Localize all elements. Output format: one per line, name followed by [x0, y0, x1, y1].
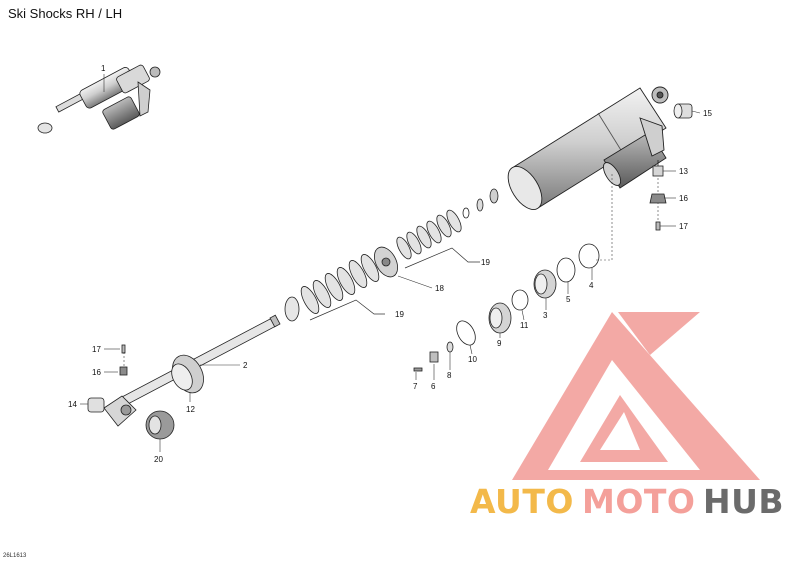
bumper-parts [119, 344, 204, 440]
callout-13: 13 [679, 167, 688, 176]
callout-5: 5 [566, 295, 571, 304]
callout-1: 1 [101, 64, 106, 73]
callout-16-right: 16 [679, 194, 688, 203]
callout-16-left: 16 [92, 368, 101, 377]
callout-11: 11 [520, 321, 529, 330]
diagram-code: 26L1613 [3, 553, 27, 559]
callout-17-right: 17 [679, 222, 688, 231]
callout-17-left: 17 [92, 345, 101, 354]
watermark-hub: HUB [703, 482, 784, 521]
leader-lines [80, 74, 701, 452]
callout-19-upper: 19 [481, 258, 490, 267]
shock-body [507, 86, 669, 210]
watermark-text: AUTO MOTO HUB [470, 482, 784, 521]
spring-lower [284, 254, 380, 322]
callout-2: 2 [243, 361, 248, 370]
spring-upper [374, 188, 499, 278]
callout-20: 20 [154, 455, 163, 464]
callout-14: 14 [68, 400, 77, 409]
callout-10: 10 [468, 355, 477, 364]
callout-labels: 1 2 3 4 5 6 7 8 9 10 11 12 13 14 15 16 1… [68, 64, 712, 464]
callout-3: 3 [543, 311, 548, 320]
callout-12: 12 [186, 405, 195, 414]
right-hardware [649, 103, 693, 231]
watermark-logo [512, 312, 760, 480]
watermark-auto: AUTO [470, 482, 574, 521]
piston-parts [413, 243, 600, 372]
callout-9: 9 [497, 339, 502, 348]
callout-7: 7 [413, 382, 418, 391]
callout-6: 6 [431, 382, 436, 391]
callout-8: 8 [447, 371, 452, 380]
assembled-shock [37, 64, 161, 134]
callout-18: 18 [435, 284, 444, 293]
callout-4: 4 [589, 281, 594, 290]
shock-shaft [87, 314, 281, 427]
diagram-title: Ski Shocks RH / LH [8, 6, 123, 21]
callout-19-lower: 19 [395, 310, 404, 319]
watermark-moto: MOTO [582, 482, 695, 521]
callout-15: 15 [703, 109, 712, 118]
